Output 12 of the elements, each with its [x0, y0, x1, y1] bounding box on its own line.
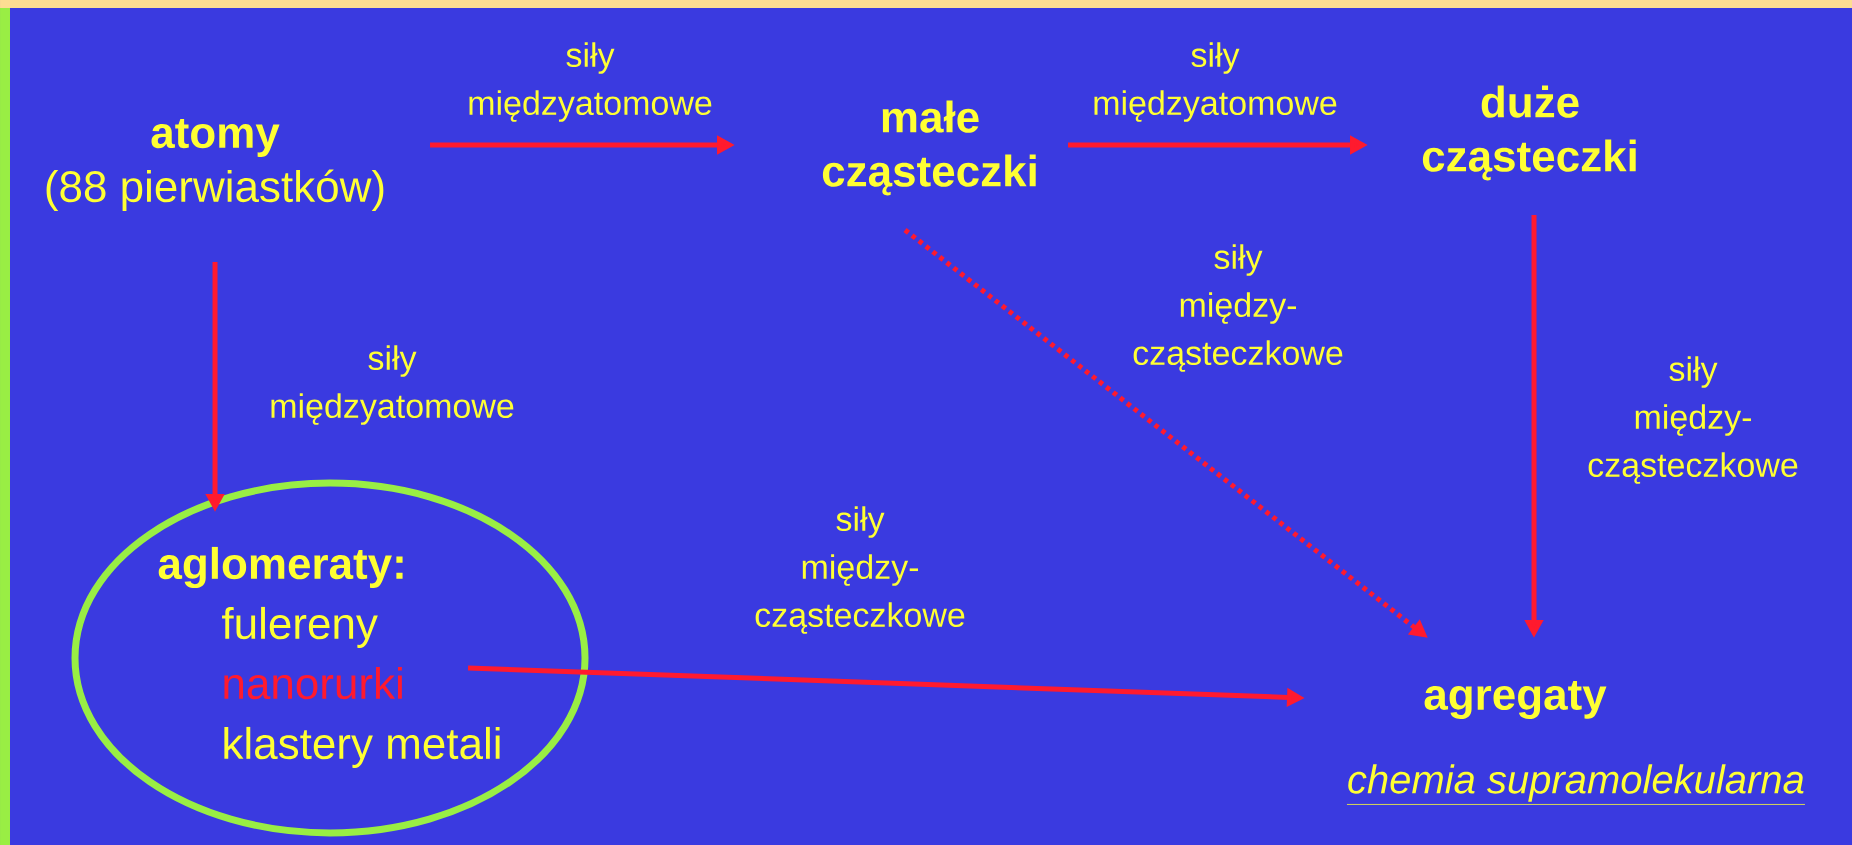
concept-text: małe cząsteczki — [822, 100, 1036, 196]
edge-label: siły międzyatomowe — [469, 42, 712, 122]
edge-label: siły międzyatomowe — [271, 345, 514, 425]
edge-label: siły między- cząsteczkowe — [1133, 244, 1343, 372]
concept-text: atomy (88 pierwiastków) — [46, 119, 384, 211]
concept-text: agregaty — [1424, 681, 1607, 719]
edge-label: siły między- cząsteczkowe — [755, 506, 965, 634]
underlined-note: chemia supramolekularna — [1346, 764, 1806, 805]
concept-text: duże cząsteczki — [1422, 85, 1636, 181]
edge-label: siły między- cząsteczkowe — [1588, 356, 1798, 484]
circled-group: aglomeraty: fulereny nanorurki klastery metali — [71, 479, 589, 837]
edge-label: siły międzyatomowe — [1094, 42, 1337, 122]
